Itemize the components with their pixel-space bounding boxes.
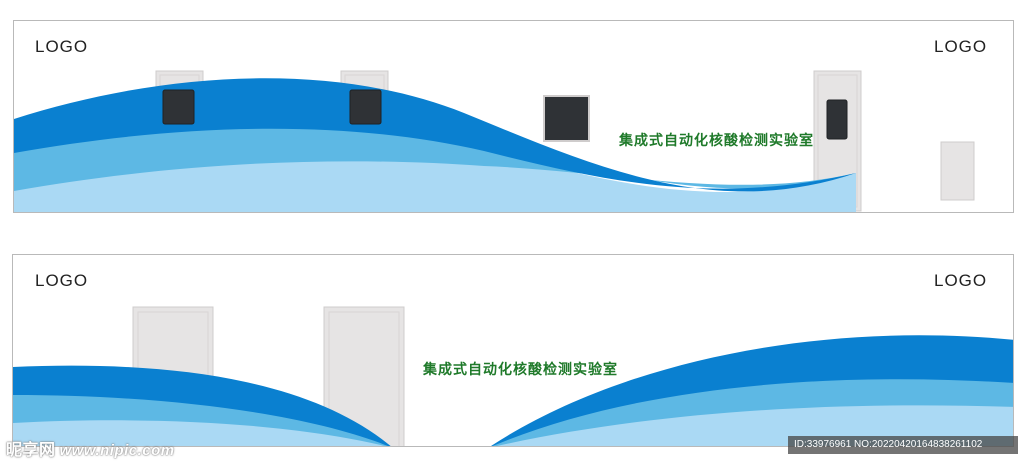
logo-right: LOGO	[934, 271, 988, 290]
wall-panel-bottom: LOGO LOGO 集成式自动化核酸检测实验室	[12, 254, 1014, 447]
wall-screen-4	[826, 99, 848, 140]
wave-left-mid	[13, 387, 390, 446]
wall-screen-1	[162, 89, 195, 125]
wall-screen-3	[543, 95, 590, 142]
wave-left-dark	[13, 365, 391, 446]
logo-left: LOGO	[35, 37, 89, 56]
wave-right-mid	[492, 375, 1013, 446]
door-small	[940, 141, 975, 201]
panel-title: 集成式自动化核酸检测实验室	[619, 132, 814, 148]
logo-right: LOGO	[934, 37, 988, 56]
wave-dark	[14, 78, 856, 192]
watermark-id: ID:33976961 NO:20220420164838261102	[788, 436, 1018, 454]
wall-art-top	[14, 70, 975, 212]
wall-screen-2	[349, 89, 382, 125]
watermark-brand-text: 昵享网	[6, 442, 56, 459]
wall-art-bottom	[13, 306, 1013, 446]
panel-title: 集成式自动化核酸检测实验室	[423, 361, 618, 377]
wall-panel-top: LOGO LOGO 集成式自动化核酸检测实验室	[13, 20, 1014, 213]
watermark-site: www.nipic.com	[59, 442, 175, 459]
wave-right-dark	[491, 335, 1013, 446]
wave-right-light	[495, 401, 1013, 446]
logo-left: LOGO	[35, 271, 89, 290]
wave-left-light	[13, 411, 386, 446]
